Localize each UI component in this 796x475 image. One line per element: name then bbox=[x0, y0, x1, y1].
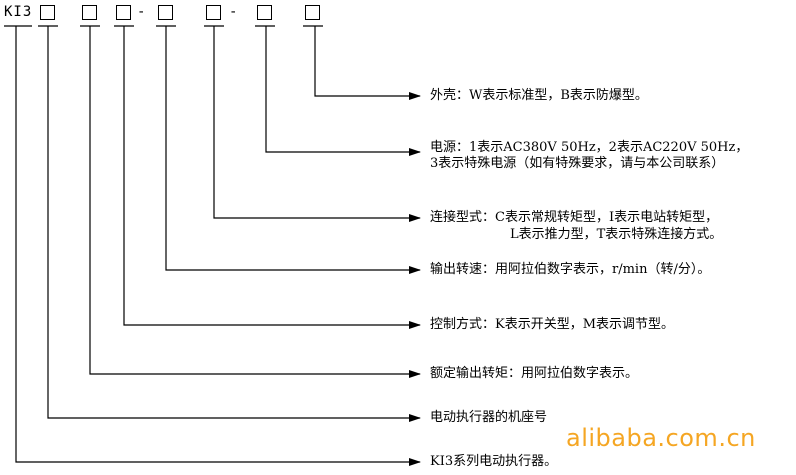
code-box-power bbox=[257, 5, 272, 20]
code-dash-2: - bbox=[229, 4, 238, 20]
code-box-frame-size bbox=[40, 5, 55, 20]
leader-frame-size bbox=[47, 26, 421, 422]
label-connection: 连接型式：C表示常规转矩型，I表示电站转矩型， bbox=[430, 210, 719, 225]
label-torque: 额定输出转矩：用阿拉伯数字表示。 bbox=[430, 366, 639, 381]
watermark: alibaba.com.cn bbox=[566, 424, 756, 452]
label-frame-size: 电动执行器的机座号 bbox=[430, 410, 548, 425]
leader-speed bbox=[165, 26, 421, 274]
label-enclosure: 外壳：W表示标准型，B表示防爆型。 bbox=[430, 88, 648, 103]
label-power: 电源：1表示AC380V 50Hz，2表示AC220V 50Hz， bbox=[430, 140, 749, 155]
leader-power bbox=[265, 26, 421, 156]
code-box-control bbox=[116, 5, 131, 20]
leader-control bbox=[123, 26, 421, 329]
leader-enclosure bbox=[314, 26, 421, 100]
label-speed: 输出转速：用阿拉伯数字表示，r/min（转/分）。 bbox=[430, 262, 711, 277]
label-control: 控制方式：K表示开关型，M表示调节型。 bbox=[430, 317, 675, 332]
code-dash-1: - bbox=[137, 4, 146, 20]
leader-series bbox=[15, 26, 421, 466]
code-box-torque bbox=[82, 5, 97, 20]
code-box-connection bbox=[206, 5, 221, 20]
code-box-speed bbox=[158, 5, 173, 20]
leader-torque bbox=[89, 26, 421, 378]
leader-connection bbox=[213, 26, 421, 222]
code-box-enclosure bbox=[305, 5, 320, 20]
label-connection-line2: L表示推力型，T表示特殊连接方式。 bbox=[510, 227, 723, 242]
label-series: KI3系列电动执行器。 bbox=[430, 454, 558, 469]
model-code-prefix: KI3 bbox=[4, 4, 33, 20]
label-power-line2: 3表示特殊电源（如有特殊要求，请与本公司联系） bbox=[430, 156, 725, 171]
